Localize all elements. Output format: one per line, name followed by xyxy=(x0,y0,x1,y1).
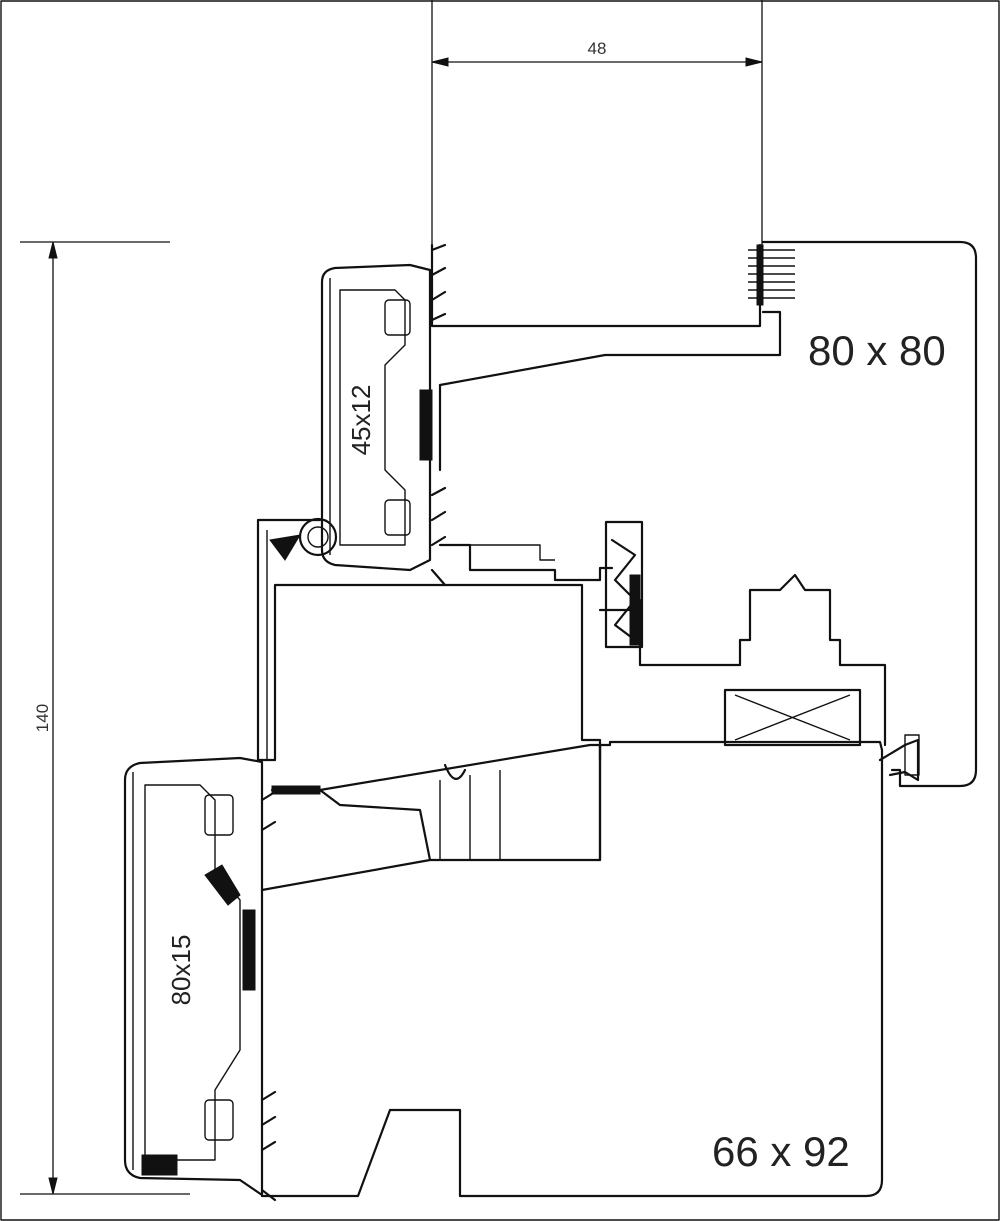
dimension-width-label: 48 xyxy=(588,39,607,58)
hardware-block xyxy=(723,688,862,747)
upper-frame xyxy=(438,240,978,788)
dimension-width: 48 xyxy=(431,0,763,245)
dimension-height: 140 xyxy=(20,241,190,1195)
upper-glazing-bead-label: 45x12 xyxy=(346,385,376,456)
sash-gasket xyxy=(269,517,338,561)
lower-frame-section-label: 66 x 92 xyxy=(712,1128,850,1175)
dimension-height-label: 140 xyxy=(33,704,52,732)
lower-glazing-bead-label: 80x15 xyxy=(166,935,196,1006)
upper-glass-pane xyxy=(430,243,795,328)
lower-frame xyxy=(260,734,920,1198)
corner-weather-strip xyxy=(604,520,644,649)
sash-profile xyxy=(256,518,642,862)
lower-glazing-bead: 80x15 xyxy=(123,756,322,1202)
upper-frame-section-label: 80 x 80 xyxy=(808,327,946,374)
upper-glazing-bead: 45x12 xyxy=(320,243,447,587)
